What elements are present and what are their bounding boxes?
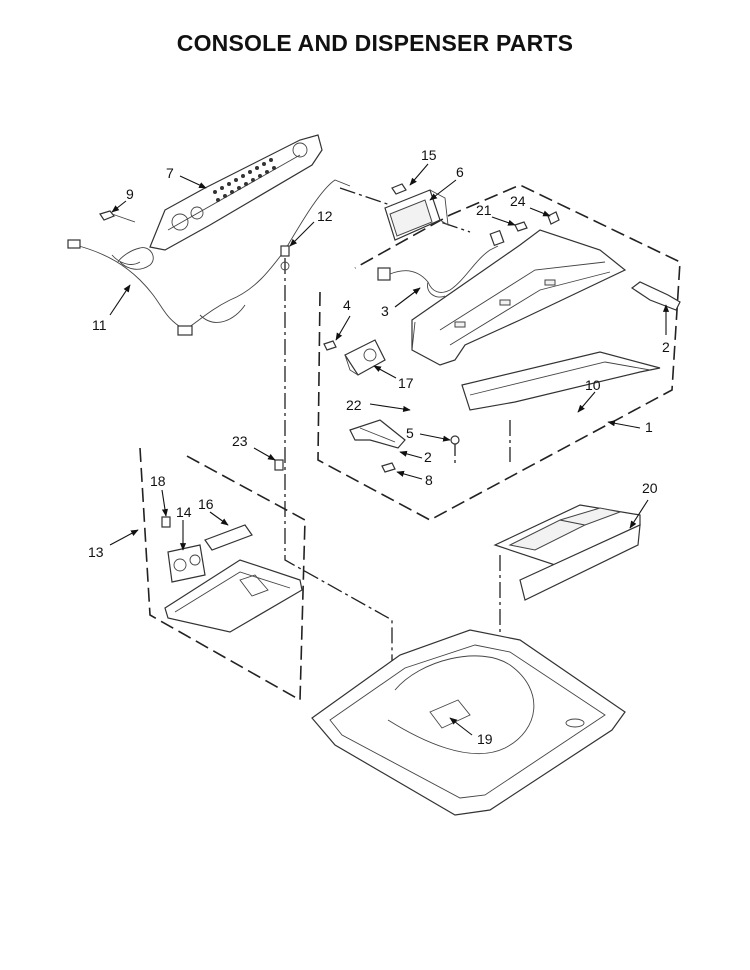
callout-17: 17	[398, 375, 414, 391]
callout-4: 4	[343, 297, 351, 313]
callout-22: 22	[346, 397, 362, 413]
callout-5: 5	[406, 425, 414, 441]
screw-8-part	[381, 462, 396, 473]
screw-5-part	[450, 435, 460, 445]
wire-harness-part	[67, 179, 351, 336]
console-bezel-part	[149, 134, 323, 251]
callout-23: 23	[232, 433, 248, 449]
callout-19: 19	[477, 731, 493, 747]
callout-1: 1	[645, 419, 653, 435]
page-title: CONSOLE AND DISPENSER PARTS	[176, 30, 574, 56]
callout-7: 7	[166, 165, 174, 181]
callout-15: 15	[421, 147, 437, 163]
end-cap-part	[630, 281, 681, 311]
callout-10: 10	[585, 377, 601, 393]
callout-14: 14	[176, 504, 192, 520]
callout-6: 6	[456, 164, 464, 180]
callout-9: 9	[126, 186, 134, 202]
clip-24-part	[547, 211, 560, 225]
control-board-part	[161, 516, 303, 633]
screw-23-part	[274, 459, 284, 471]
callout-12: 12	[317, 208, 333, 224]
callout-8: 8	[425, 472, 433, 488]
screw-4-part	[323, 340, 337, 351]
switch-17-part	[344, 339, 386, 376]
callout-3: 3	[381, 303, 389, 319]
callout-11: 11	[92, 317, 107, 333]
callout-21: 21	[476, 202, 492, 218]
callout-20: 20	[642, 480, 658, 496]
callout-24: 24	[510, 193, 526, 209]
callout-2-bottom: 2	[424, 449, 432, 465]
callout-16: 16	[198, 496, 214, 512]
module-harness-part	[377, 229, 505, 298]
callout-leaders	[109, 163, 670, 736]
console-window-part	[461, 351, 661, 411]
callout-2-top: 2	[662, 339, 670, 355]
top-cover-part	[311, 629, 626, 816]
control-board-outline	[139, 447, 306, 702]
screw-12-part	[280, 245, 290, 271]
console-assembly-outline	[317, 184, 681, 521]
callout-13: 13	[88, 544, 104, 560]
module-bracket-part	[384, 183, 449, 241]
screw-21-part	[514, 221, 528, 232]
dispenser-drawer-part	[493, 504, 641, 601]
callout-labels: 15 6 7 9 21 24 12 11 3 4 2 17 10 22 1 5 …	[88, 147, 670, 747]
console-housing-part	[411, 229, 627, 366]
latch-part	[349, 419, 406, 449]
screw-9-part	[99, 210, 136, 223]
callout-18: 18	[150, 473, 166, 489]
